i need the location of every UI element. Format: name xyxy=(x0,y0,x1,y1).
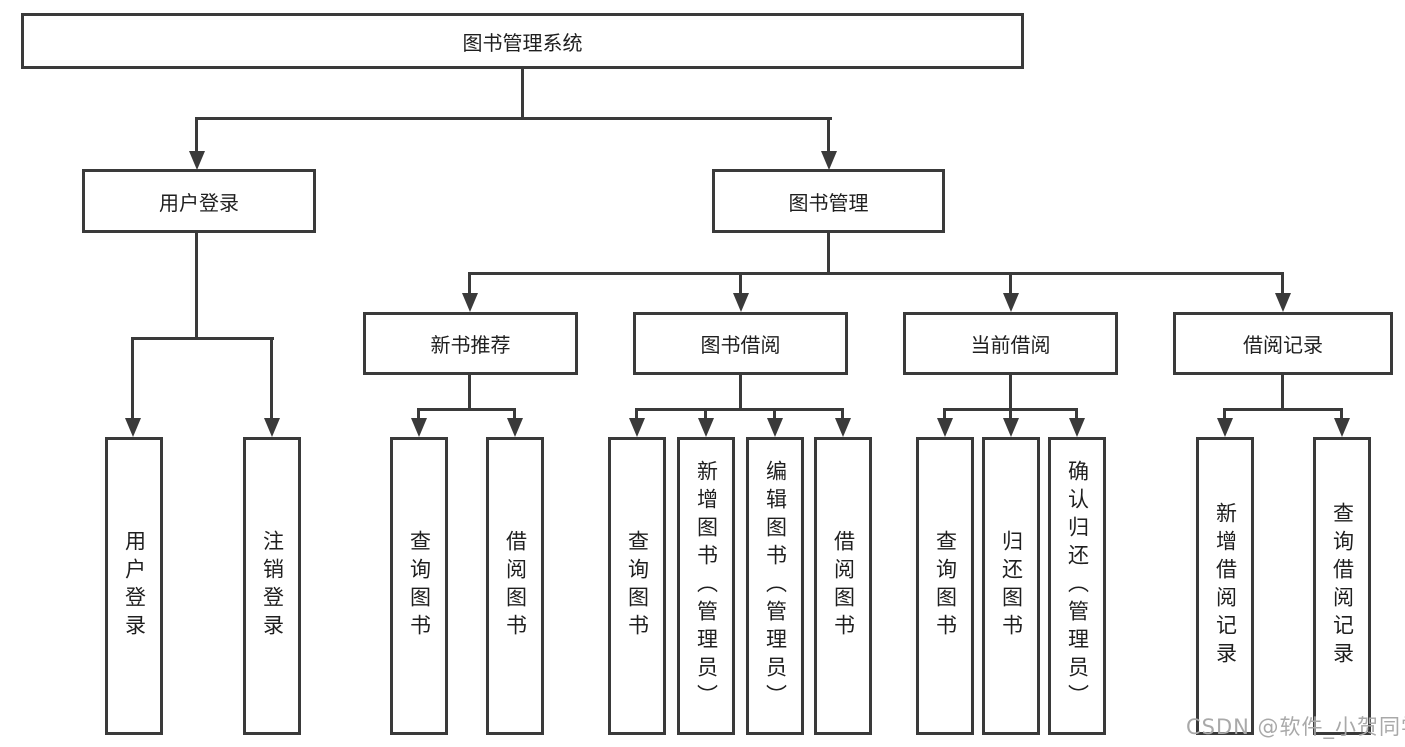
arrow-down-icon xyxy=(1275,293,1291,312)
node-login: 用户登录 xyxy=(82,169,316,233)
arrow-down-icon xyxy=(1334,418,1350,437)
connector-drop-leaf xyxy=(1075,408,1078,418)
connector-root-stem xyxy=(521,66,524,117)
connector-drop-leaf xyxy=(1009,408,1012,418)
leaf-label: 注销登录 xyxy=(260,530,285,642)
connector-manage-stem xyxy=(827,233,830,275)
arrow-down-icon xyxy=(1217,418,1233,437)
connector-section-stem xyxy=(1009,375,1012,411)
arrow-down-icon xyxy=(629,418,645,437)
leaf-logout: 注销登录 xyxy=(243,437,301,735)
leaf-edit-books-admin: 编辑图书（管理员） xyxy=(746,437,804,735)
arrow-down-icon xyxy=(698,418,714,437)
connector-drop-login xyxy=(195,117,198,154)
node-section-borrow-records: 借阅记录 xyxy=(1173,312,1393,375)
leaf-label: 查询图书 xyxy=(933,530,958,642)
node-login-label: 用户登录 xyxy=(159,190,239,215)
arrow-down-icon xyxy=(821,151,837,170)
leaf-add-books-admin: 新增图书（管理员） xyxy=(677,437,735,735)
node-section-book-borrow: 图书借阅 xyxy=(633,312,848,375)
leaf-confirm-return-admin: 确认归还（管理员） xyxy=(1048,437,1106,735)
leaf-query-books: 查询图书 xyxy=(390,437,448,735)
leaf-label: 新增图书（管理员） xyxy=(694,460,719,712)
leaf-label: 用户登录 xyxy=(122,530,147,642)
arrow-down-icon xyxy=(264,418,280,437)
connector-section-stem xyxy=(468,375,471,411)
leaf-label: 编辑图书（管理员） xyxy=(763,460,788,712)
section-label: 借阅记录 xyxy=(1243,333,1323,357)
connector-drop-leaf xyxy=(773,408,776,418)
connector-drop-leaf xyxy=(1340,408,1343,418)
connector-drop-leaf xyxy=(131,337,134,418)
connector-root-split xyxy=(196,117,832,120)
leaf-borrow-books: 借阅图书 xyxy=(814,437,872,735)
node-manage: 图书管理 xyxy=(712,169,945,233)
connector-section-split xyxy=(1223,408,1343,411)
section-label: 当前借阅 xyxy=(970,333,1051,357)
connector-section-split xyxy=(635,408,844,411)
arrow-down-icon xyxy=(1003,293,1019,312)
leaf-user-login: 用户登录 xyxy=(105,437,163,735)
leaf-label: 新增借阅记录 xyxy=(1213,502,1238,670)
leaf-label: 查询图书 xyxy=(625,530,650,642)
connector-drop-section xyxy=(1009,272,1012,293)
arrow-down-icon xyxy=(937,418,953,437)
connector-drop-manage xyxy=(827,117,830,154)
arrow-down-icon xyxy=(189,151,205,170)
leaf-borrow-books: 借阅图书 xyxy=(486,437,544,735)
leaf-label: 确认归还（管理员） xyxy=(1065,460,1090,712)
leaf-query-borrow-record: 查询借阅记录 xyxy=(1313,437,1371,735)
csdn-watermark: CSDN @软件_小贺同学 xyxy=(1186,715,1405,739)
connector-drop-leaf xyxy=(841,408,844,418)
connector-drop-leaf xyxy=(513,408,516,418)
arrow-down-icon xyxy=(835,418,851,437)
leaf-label: 归还图书 xyxy=(999,530,1024,642)
connector-drop-leaf xyxy=(1223,408,1226,418)
connector-drop-section xyxy=(1281,272,1284,293)
connector-section-stem xyxy=(739,375,742,411)
connector-drop-section xyxy=(739,272,742,293)
connector-drop-leaf xyxy=(943,408,946,418)
leaf-add-borrow-record: 新增借阅记录 xyxy=(1196,437,1254,735)
node-manage-label: 图书管理 xyxy=(788,190,869,215)
node-root: 图书管理系统 xyxy=(21,13,1024,69)
leaf-label: 查询图书 xyxy=(407,530,432,642)
connector-drop-leaf xyxy=(704,408,707,418)
connector-drop-section xyxy=(468,272,471,293)
connector-section-split xyxy=(417,408,516,411)
leaf-query-books: 查询图书 xyxy=(916,437,974,735)
connector-login-split xyxy=(131,337,274,340)
arrow-down-icon xyxy=(767,418,783,437)
connector-drop-leaf xyxy=(270,337,273,418)
arrow-down-icon xyxy=(1069,418,1085,437)
arrow-down-icon xyxy=(411,418,427,437)
node-root-label: 图书管理系统 xyxy=(462,30,583,55)
leaf-return-books: 归还图书 xyxy=(982,437,1040,735)
leaf-query-books: 查询图书 xyxy=(608,437,666,735)
connector-manage-split xyxy=(469,272,1284,275)
arrow-down-icon xyxy=(125,418,141,437)
connector-login-stem xyxy=(195,233,198,337)
node-section-new-books: 新书推荐 xyxy=(363,312,578,375)
leaf-label: 借阅图书 xyxy=(831,530,856,642)
leaf-label: 查询借阅记录 xyxy=(1330,502,1355,670)
node-section-current-borrow: 当前借阅 xyxy=(903,312,1118,375)
connector-drop-leaf xyxy=(635,408,638,418)
leaf-label: 借阅图书 xyxy=(503,530,528,642)
connector-drop-leaf xyxy=(417,408,420,418)
arrow-down-icon xyxy=(462,293,478,312)
section-label: 新书推荐 xyxy=(430,333,511,357)
section-label: 图书借阅 xyxy=(700,333,781,357)
arrow-down-icon xyxy=(507,418,523,437)
arrow-down-icon xyxy=(1003,418,1019,437)
arrow-down-icon xyxy=(733,293,749,312)
connector-section-stem xyxy=(1281,375,1284,411)
